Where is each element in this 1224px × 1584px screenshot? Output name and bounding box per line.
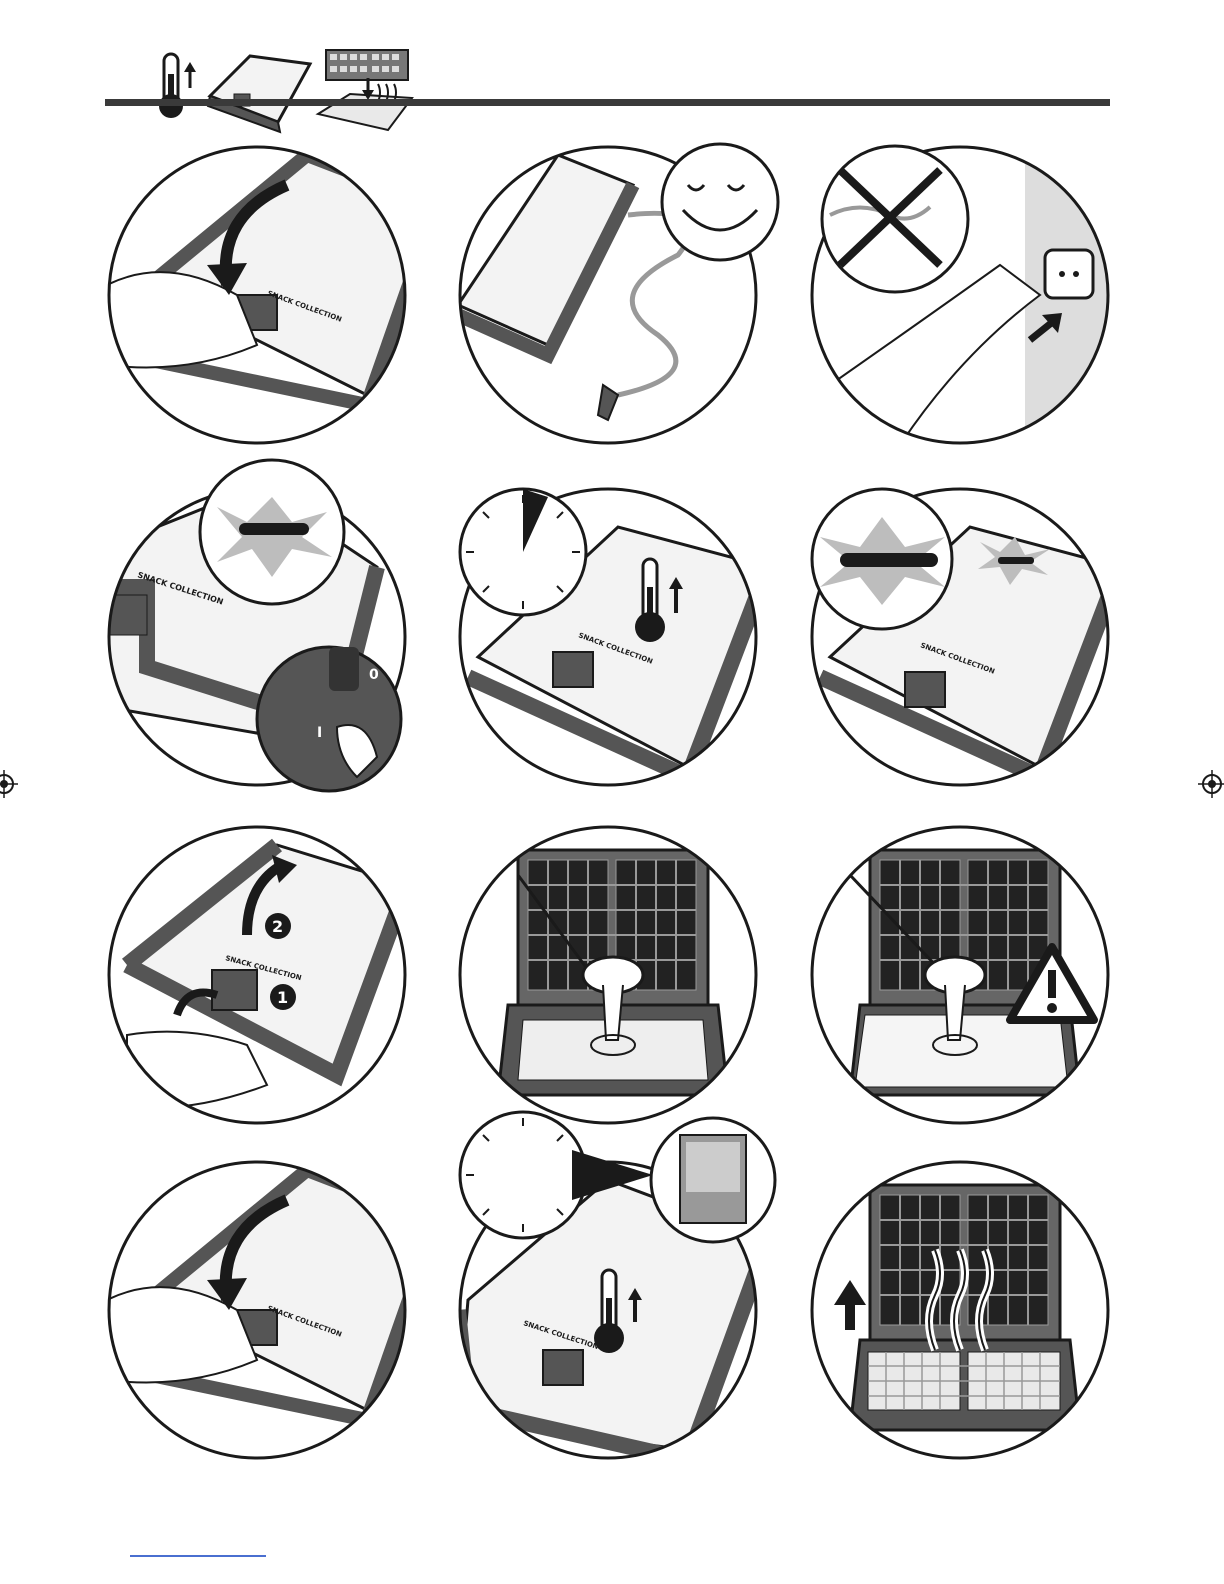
step-two-number: 2 (272, 917, 283, 936)
panel-close-lid: SNACK COLLECTION (107, 145, 407, 445)
recipe-book-icon (651, 1118, 775, 1242)
panel-open-lid: SNACK COLLECTION 2 1 (107, 825, 407, 1125)
panel-plug-in (810, 145, 1110, 445)
arrow-up-icon (834, 1280, 866, 1330)
step-one-badge: 1 (270, 984, 296, 1010)
clock-icon (460, 489, 586, 615)
header-rule (105, 99, 1110, 106)
panel-pour-batter (458, 825, 758, 1125)
switch-off-label: 0 (369, 667, 379, 683)
registration-mark-left (0, 770, 18, 798)
panel-close-lid-cook: SNACK COLLECTION (107, 1160, 407, 1460)
thermometer-up-icon (159, 54, 196, 118)
step-one-number: 1 (277, 988, 288, 1007)
registration-mark-right (1198, 770, 1224, 798)
panel-pour-batter-warning (810, 825, 1110, 1125)
waffle-maker-icon (208, 56, 310, 132)
smiley-icon (662, 144, 778, 260)
panel-remove-waffles (810, 1160, 1110, 1460)
waffle-plates-icon (318, 50, 412, 130)
switch-on-label: I (317, 725, 322, 741)
cross-icon (822, 146, 968, 292)
light-indicator-zoom (200, 460, 344, 604)
power-switch-zoom: 0 I (257, 647, 401, 791)
panel-switch-on: SNACK COLLECTION 0 I (107, 487, 407, 787)
footer-underline (130, 1555, 266, 1557)
panel-unwind-cord (458, 145, 758, 445)
light-indicator-zoom (812, 489, 952, 629)
step-two-badge: 2 (265, 913, 291, 939)
header-icons (150, 44, 420, 134)
panel-cooking-time: SNACK COLLECTION (458, 1160, 758, 1460)
panel-preheat: SNACK COLLECTION (458, 487, 758, 787)
panel-ready-light: SNACK COLLECTION (810, 487, 1110, 787)
